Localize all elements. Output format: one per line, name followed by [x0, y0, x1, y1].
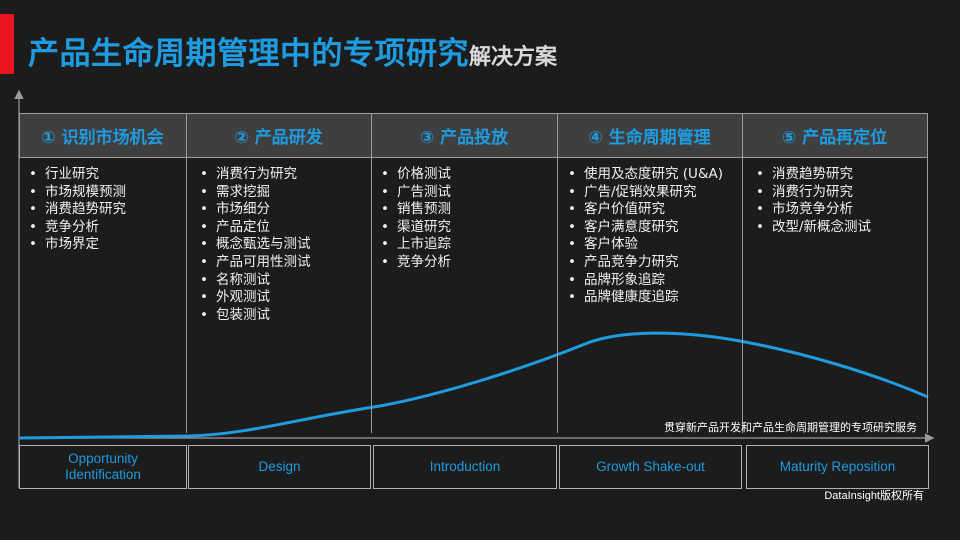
page-title-sub: 解决方案: [469, 45, 558, 70]
list-item: 外观测试: [198, 289, 311, 307]
stage-header-reposition: ⑤ 产品再定位: [742, 113, 927, 158]
list-item: 产品定位: [198, 219, 311, 237]
phase-box-maturity: Maturity Reposition: [746, 445, 929, 489]
list-item: 品牌健康度追踪: [566, 289, 723, 307]
list-item: 使用及态度研究 (U&A): [566, 166, 723, 184]
column-divider: [371, 113, 372, 433]
list-item: 客户价值研究: [566, 201, 723, 219]
curve-caption: 贯穿新产品开发和产品生命周期管理的专项研究服务: [664, 421, 917, 434]
column-divider: [557, 113, 558, 433]
column-divider: [186, 113, 187, 433]
page-title-main: 产品生命周期管理中的专项研究: [28, 36, 469, 72]
list-item: 产品竞争力研究: [566, 254, 723, 272]
list-item: 市场规模预测: [27, 184, 126, 202]
stage-label: ⑤ 产品再定位: [781, 128, 888, 148]
stage-header-opportunity: ① 识别市场机会: [19, 113, 186, 158]
phase-label: Growth Shake-out: [596, 459, 705, 474]
list-item: 上市追踪: [379, 236, 451, 254]
title-accent-bar: [0, 14, 14, 74]
list-item: 客户体验: [566, 236, 723, 254]
list-item: 消费行为研究: [754, 184, 871, 202]
list-item: 概念甄选与测试: [198, 236, 311, 254]
list-item: 消费行为研究: [198, 166, 311, 184]
column-divider: [927, 113, 928, 433]
list-item: 改型/新概念测试: [754, 219, 871, 237]
phase-label: Maturity Reposition: [779, 459, 896, 474]
list-item: 渠道研究: [379, 219, 451, 237]
stage-label: ① 识别市场机会: [41, 128, 164, 148]
copyright-note: DataInsight版权所有: [824, 490, 924, 502]
phase-label: Design: [258, 459, 301, 474]
stage-label: ② 产品研发: [234, 128, 323, 148]
list-item: 产品可用性测试: [198, 254, 311, 272]
stage-label: ③ 产品投放: [419, 128, 509, 148]
stage-header-row: [19, 113, 928, 158]
phase-box-growth: Growth Shake-out: [559, 445, 742, 489]
list-item: 品牌形象追踪: [566, 272, 723, 290]
list-item: 价格测试: [379, 166, 451, 184]
list-item: 消费趋势研究: [27, 201, 126, 219]
stage-label: ④ 生命周期管理: [588, 128, 711, 148]
list-item: 市场界定: [27, 236, 126, 254]
phase-label: Introduction: [429, 459, 501, 474]
stage-header-launch: ③ 产品投放: [371, 113, 557, 158]
list-item: 名称测试: [198, 272, 311, 290]
list-item: 销售预测: [379, 201, 451, 219]
stage-header-lifecycle: ④ 生命周期管理: [557, 113, 742, 158]
research-list-launch: 价格测试 广告测试 销售预测 渠道研究 上市追踪 竞争分析: [379, 166, 451, 272]
phase-box-design: Design: [188, 445, 371, 489]
list-item: 竞争分析: [27, 219, 126, 237]
list-item: 客户满意度研究: [566, 219, 723, 237]
list-item: 需求挖掘: [198, 184, 311, 202]
phase-box-introduction: Introduction: [373, 445, 557, 489]
list-item: 竞争分析: [379, 254, 451, 272]
list-item: 包装测试: [198, 307, 311, 325]
page-title: 产品生命周期管理中的专项研究 解决方案: [28, 28, 557, 72]
research-list-development: 消费行为研究 需求挖掘 市场细分 产品定位 概念甄选与测试 产品可用性测试 名称…: [198, 166, 311, 324]
list-item: 广告/促销效果研究: [566, 184, 723, 202]
list-item: 广告测试: [379, 184, 451, 202]
list-item: 市场细分: [198, 201, 311, 219]
lifecycle-curve: [18, 331, 929, 440]
phase-box-opportunity: Opportunity Identification: [19, 445, 187, 489]
column-divider: [742, 113, 743, 433]
research-list-opportunity: 行业研究 市场规模预测 消费趋势研究 竞争分析 市场界定: [27, 166, 126, 254]
stage-header-development: ② 产品研发: [186, 113, 371, 158]
list-item: 行业研究: [27, 166, 126, 184]
research-list-lifecycle: 使用及态度研究 (U&A) 广告/促销效果研究 客户价值研究 客户满意度研究 客…: [566, 166, 723, 307]
list-item: 消费趋势研究: [754, 166, 871, 184]
list-item: 市场竞争分析: [754, 201, 871, 219]
research-list-reposition: 消费趋势研究 消费行为研究 市场竞争分析 改型/新概念测试: [754, 166, 871, 236]
phase-label: Opportunity Identification: [65, 451, 141, 482]
